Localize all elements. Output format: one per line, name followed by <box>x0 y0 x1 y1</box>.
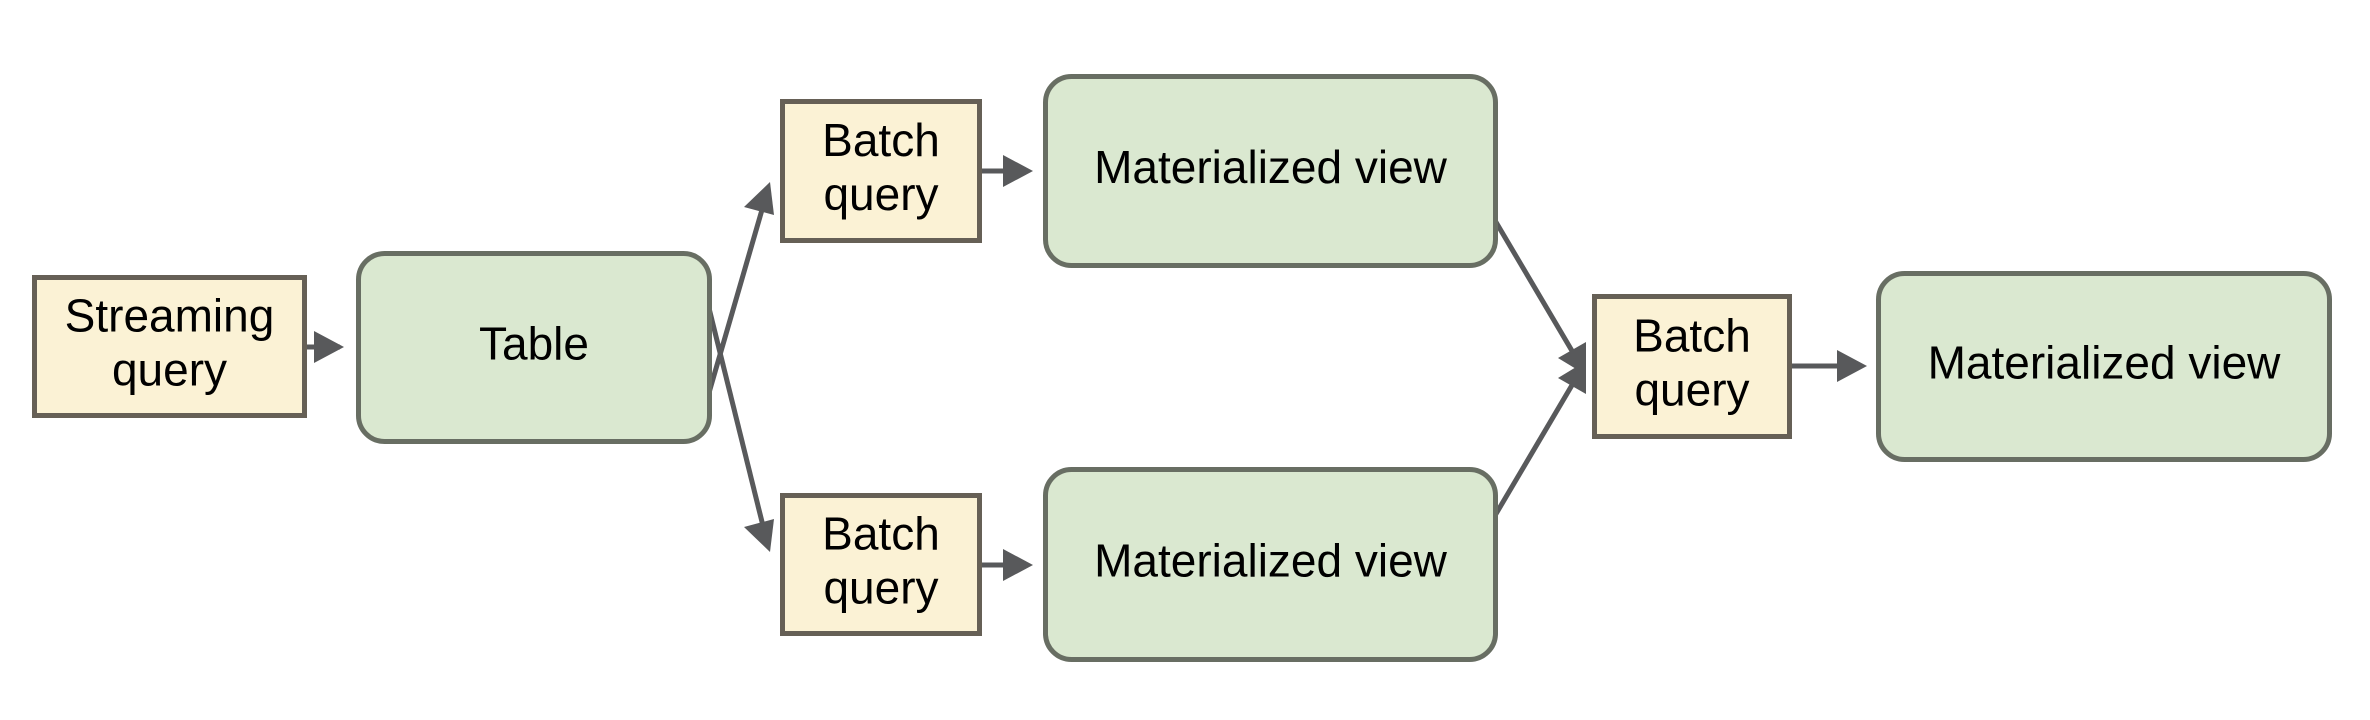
edge-line <box>1487 210 1581 363</box>
arrowhead-icon <box>1558 361 1586 394</box>
edge-table-to-batch-bottom <box>701 287 774 552</box>
edge-line <box>1487 373 1581 526</box>
node-label: Materialized view <box>1928 337 2282 389</box>
node-table[interactable]: Table <box>356 251 712 444</box>
node-materialized-view-right[interactable]: Materialized view <box>1876 271 2332 462</box>
node-shape[interactable] <box>780 99 982 243</box>
edge-line <box>701 195 769 411</box>
node-label: Table <box>479 318 589 370</box>
node-label: Materialized view <box>1094 141 1448 193</box>
arrowhead-icon <box>1003 155 1033 187</box>
node-label: Streaming <box>65 290 275 342</box>
arrowhead-icon <box>1003 549 1033 581</box>
node-shape[interactable] <box>1876 271 2332 462</box>
node-label-line2: query <box>823 168 938 220</box>
node-materialized-view-bottom[interactable]: Materialized view <box>1043 467 1498 662</box>
edge-line <box>701 287 769 539</box>
arrowhead-icon <box>314 331 344 363</box>
edge-batch-center-to-mv-right <box>1792 350 1867 382</box>
node-label-line2: query <box>823 562 938 614</box>
node-shape[interactable] <box>356 251 712 444</box>
arrowhead-icon <box>744 182 774 215</box>
arrowhead-icon <box>1837 350 1867 382</box>
node-label-line2: query <box>112 344 227 396</box>
edge-table-to-batch-top <box>701 182 774 411</box>
node-shape[interactable] <box>1043 74 1498 268</box>
edge-batch-bottom-to-mv-bottom <box>982 549 1033 581</box>
edges-layer <box>307 155 1867 581</box>
node-shape[interactable] <box>780 493 982 636</box>
node-shape[interactable] <box>1592 294 1792 439</box>
node-materialized-view-top[interactable]: Materialized view <box>1043 74 1498 268</box>
node-label: Materialized view <box>1094 535 1448 587</box>
node-label: Batch <box>1633 310 1751 362</box>
node-label: Batch <box>822 114 940 166</box>
node-shape[interactable] <box>32 275 307 418</box>
edge-batch-top-to-mv-top <box>982 155 1033 187</box>
edge-mv-top-to-batch-center <box>1487 210 1586 375</box>
node-shape[interactable] <box>1043 467 1498 662</box>
node-label-line2: query <box>1634 364 1749 416</box>
edge-streaming-to-table <box>307 331 344 363</box>
edge-mv-bottom-to-batch-center <box>1487 361 1586 526</box>
node-label: Batch <box>822 508 940 560</box>
arrowhead-icon <box>744 519 774 552</box>
